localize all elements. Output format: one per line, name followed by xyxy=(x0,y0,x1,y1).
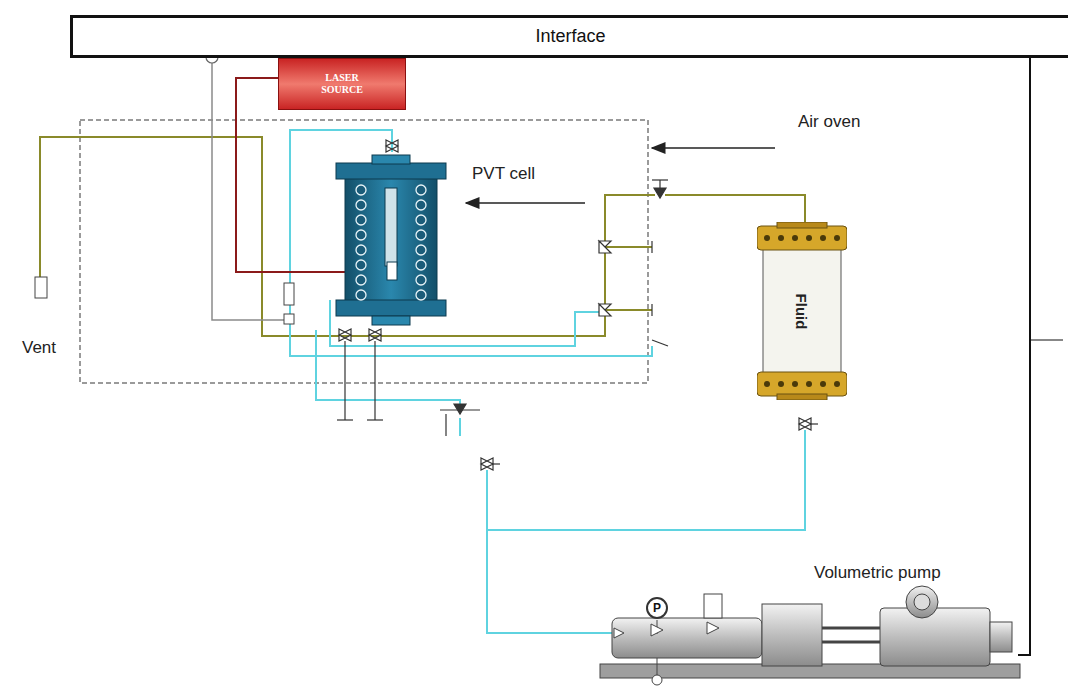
pvt-cell xyxy=(336,155,446,325)
interface-band: Interface xyxy=(70,15,1068,58)
pressure-gauge: P xyxy=(646,597,668,619)
node-text: P xyxy=(653,601,661,615)
oven-outline xyxy=(80,120,648,383)
node-text: Fluid xyxy=(793,293,810,329)
valve-stem xyxy=(337,180,818,464)
node-text: LASER SOURCE xyxy=(309,72,375,97)
pump-label: Volumetric pump xyxy=(812,563,943,583)
vent-label: Vent xyxy=(20,338,58,358)
liquid-line xyxy=(290,130,805,633)
fluid-vessel: Fluid xyxy=(757,222,847,400)
control-wire xyxy=(1030,340,1063,341)
node-text: Interface xyxy=(535,26,605,47)
oven-label: Air oven xyxy=(796,112,862,132)
pointer-arrow xyxy=(466,202,585,204)
gas-line xyxy=(40,137,805,336)
valve-symbol xyxy=(339,140,811,470)
cell-label: PVT cell xyxy=(470,164,537,184)
laser-source-box: LASER SOURCE xyxy=(278,58,406,110)
vent-outlet xyxy=(35,277,47,298)
control-wire xyxy=(1018,58,1030,655)
volumetric-pump xyxy=(600,586,1020,685)
pointer-arrow xyxy=(652,147,775,149)
